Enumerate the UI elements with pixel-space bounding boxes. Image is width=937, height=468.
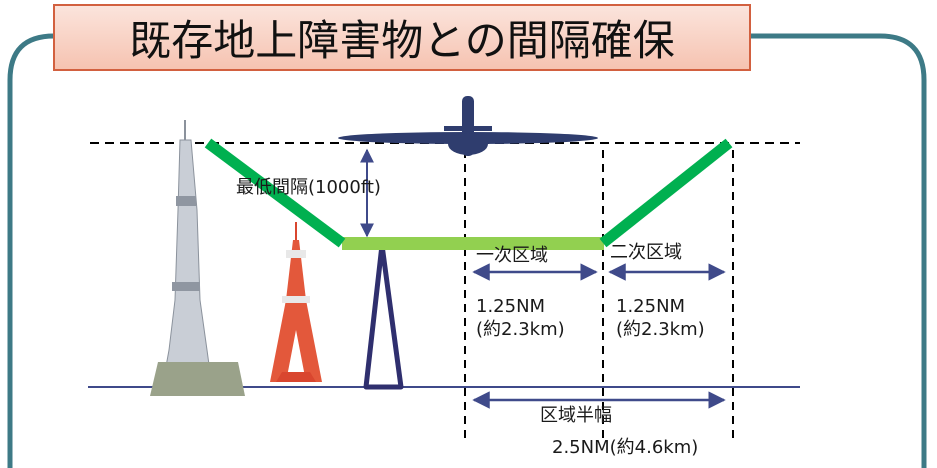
page-title: 既存地上障害物との間隔確保 bbox=[53, 4, 751, 71]
half-width-label: 区域半幅 bbox=[540, 405, 612, 426]
obstacle-triangle bbox=[363, 242, 404, 390]
tokyo-tower-icon bbox=[270, 222, 322, 382]
secondary-surface-left bbox=[204, 138, 346, 248]
min-clearance-label: 最低間隔(1000ft) bbox=[236, 177, 381, 198]
half-width-value: 2.5NM(約4.6km) bbox=[552, 437, 699, 458]
skytree-tower-icon bbox=[150, 120, 245, 396]
aircraft-icon bbox=[338, 96, 598, 156]
secondary-area-label: 二次区域 bbox=[610, 242, 682, 263]
secondary-width-label: 1.25NM (約2.3km) bbox=[616, 296, 705, 340]
primary-area-label: 一次区域 bbox=[476, 245, 548, 266]
primary-surface-bar bbox=[342, 237, 604, 250]
secondary-surface-right bbox=[599, 138, 733, 248]
primary-width-label: 1.25NM (約2.3km) bbox=[476, 296, 565, 340]
